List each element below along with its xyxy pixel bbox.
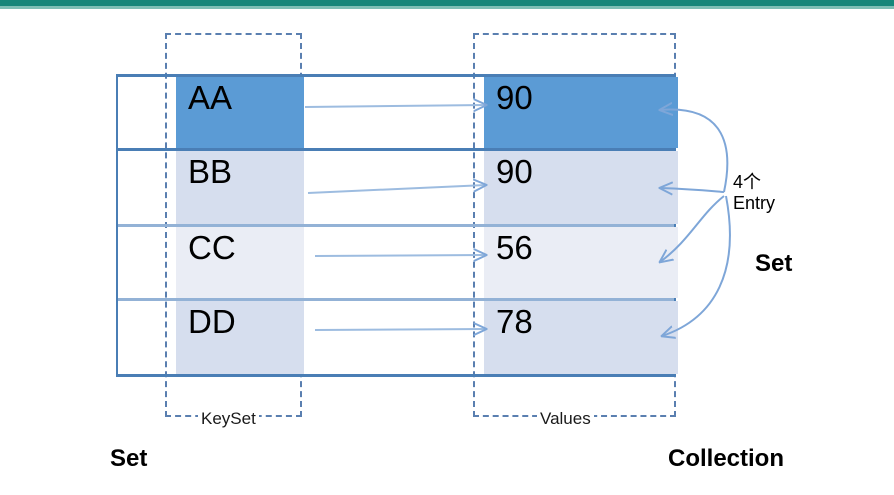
set-label-right: Set: [755, 250, 793, 277]
key-cell-0[interactable]: AA: [176, 77, 304, 148]
key-cell-3[interactable]: DD: [176, 301, 304, 374]
table-left-border: [116, 74, 118, 377]
values-box-label: Values: [537, 410, 594, 427]
value-text-0: 90: [496, 79, 533, 116]
value-cell-0[interactable]: 90: [484, 77, 678, 148]
key-cell-2[interactable]: CC: [176, 227, 304, 298]
key-text-1: BB: [188, 153, 233, 190]
key-text-3: DD: [188, 303, 236, 340]
set-label-left: Set: [110, 445, 148, 472]
entry-count-number: 4个: [733, 172, 762, 192]
entry-count-word: Entry: [733, 193, 776, 214]
row-divider-1: [116, 148, 676, 151]
title-bar-accent-light: [0, 6, 894, 9]
value-text-1: 90: [496, 153, 533, 190]
row-divider-3: [116, 298, 676, 301]
value-cell-2[interactable]: 56: [484, 227, 678, 298]
table-bottom-border: [116, 374, 676, 377]
key-text-0: AA: [188, 79, 233, 116]
value-text-2: 56: [496, 229, 533, 266]
value-text-3: 78: [496, 303, 533, 340]
key-cell-1[interactable]: BB: [176, 151, 304, 224]
entry-count-annotation: 4个 Entry: [733, 172, 775, 214]
row-divider-2: [116, 224, 676, 227]
table-top-border: [116, 74, 676, 77]
map-table: AA BB CC DD 90 90 56 78: [116, 74, 678, 377]
key-text-2: CC: [188, 229, 236, 266]
title-bar-accent: [0, 0, 894, 6]
keyset-box-label: KeySet: [198, 410, 259, 427]
value-cell-3[interactable]: 78: [484, 301, 678, 374]
collection-label: Collection: [668, 445, 785, 472]
value-cell-1[interactable]: 90: [484, 151, 678, 224]
